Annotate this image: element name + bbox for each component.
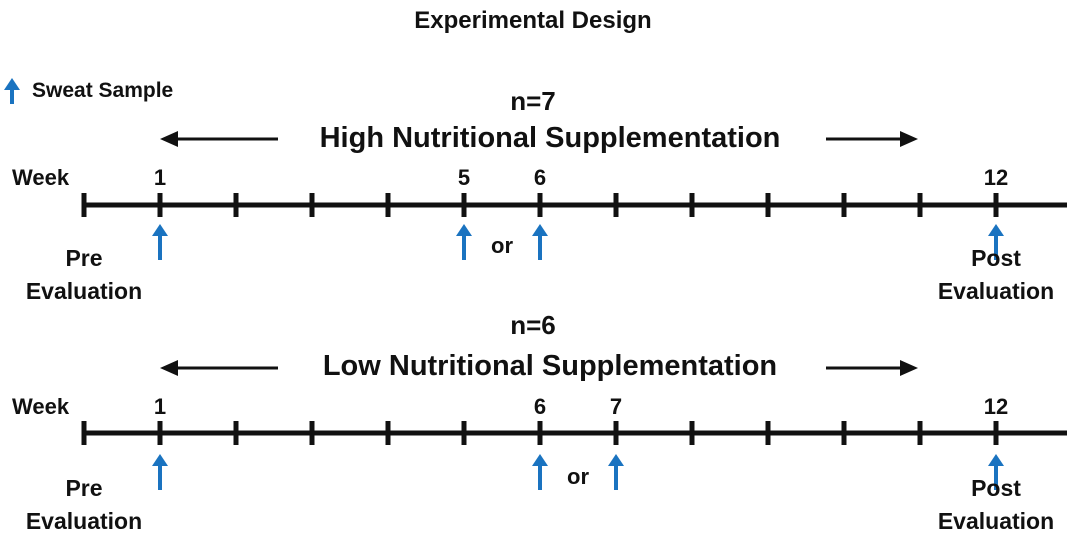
span-arrows — [160, 131, 918, 147]
pre-evaluation-label: Evaluation — [26, 508, 142, 534]
sample-arrows — [152, 454, 1004, 490]
sweat-sample-arrow-icon — [4, 78, 20, 104]
span-arrow-right-head — [900, 131, 918, 147]
week-number: 6 — [534, 165, 546, 190]
timeline-low: n=6 Low Nutritional Supplementation Week… — [12, 310, 1067, 534]
week-number: 1 — [154, 165, 166, 190]
week-number: 6 — [534, 394, 546, 419]
week-number: 12 — [984, 165, 1008, 190]
sweat-sample-arrow-icon — [152, 224, 168, 260]
week-label: Week — [12, 394, 70, 419]
week-number: 1 — [154, 394, 166, 419]
post-label: Post — [971, 245, 1021, 271]
week-number: 7 — [610, 394, 622, 419]
post-evaluation-label: Evaluation — [938, 508, 1054, 534]
blue-up-arrow-icon — [4, 78, 20, 104]
week-numbers: 1 6 7 12 — [154, 394, 1008, 419]
pre-evaluation-label: Evaluation — [26, 278, 142, 304]
week-label: Week — [12, 165, 70, 190]
arrow-head — [532, 454, 548, 466]
sweat-sample-arrow-icon — [608, 454, 624, 490]
legend-label: Sweat Sample — [32, 79, 173, 102]
arrow-head — [988, 224, 1004, 236]
arrow-head — [608, 454, 624, 466]
diagram-title: Experimental Design — [414, 7, 651, 34]
week-number: 12 — [984, 394, 1008, 419]
span-arrows — [160, 360, 918, 376]
or-label: or — [567, 464, 589, 489]
sample-arrows — [152, 224, 1004, 260]
timeline-high: n=7 High Nutritional Supplementation Wee… — [12, 86, 1067, 304]
arrow-head — [152, 454, 168, 466]
group-size-label: n=6 — [510, 310, 556, 340]
span-arrow-left-head — [160, 131, 178, 147]
or-label: or — [491, 233, 513, 258]
span-arrow-right-head — [900, 360, 918, 376]
sweat-sample-arrow-icon — [988, 454, 1004, 490]
post-evaluation-label: Evaluation — [938, 278, 1054, 304]
timeline-axis — [81, 193, 1067, 217]
timeline-axis — [81, 421, 1067, 445]
span-arrow-left-head — [160, 360, 178, 376]
sweat-sample-arrow-icon — [456, 224, 472, 260]
post-label: Post — [971, 475, 1021, 501]
supplementation-label: High Nutritional Supplementation — [320, 122, 781, 154]
sweat-sample-arrow-icon — [532, 454, 548, 490]
arrow-head — [456, 224, 472, 236]
pre-label: Pre — [65, 475, 102, 501]
sweat-sample-arrow-icon — [988, 224, 1004, 260]
arrow-head — [152, 224, 168, 236]
supplementation-label: Low Nutritional Supplementation — [323, 350, 777, 382]
sweat-sample-arrow-icon — [152, 454, 168, 490]
arrow-head — [4, 78, 20, 90]
sweat-sample-arrow-icon — [532, 224, 548, 260]
week-number: 5 — [458, 165, 470, 190]
arrow-head — [988, 454, 1004, 466]
arrow-head — [532, 224, 548, 236]
week-numbers: 1 5 6 12 — [154, 165, 1008, 190]
legend: Sweat Sample — [4, 78, 173, 104]
group-size-label: n=7 — [510, 86, 556, 116]
pre-label: Pre — [65, 245, 102, 271]
